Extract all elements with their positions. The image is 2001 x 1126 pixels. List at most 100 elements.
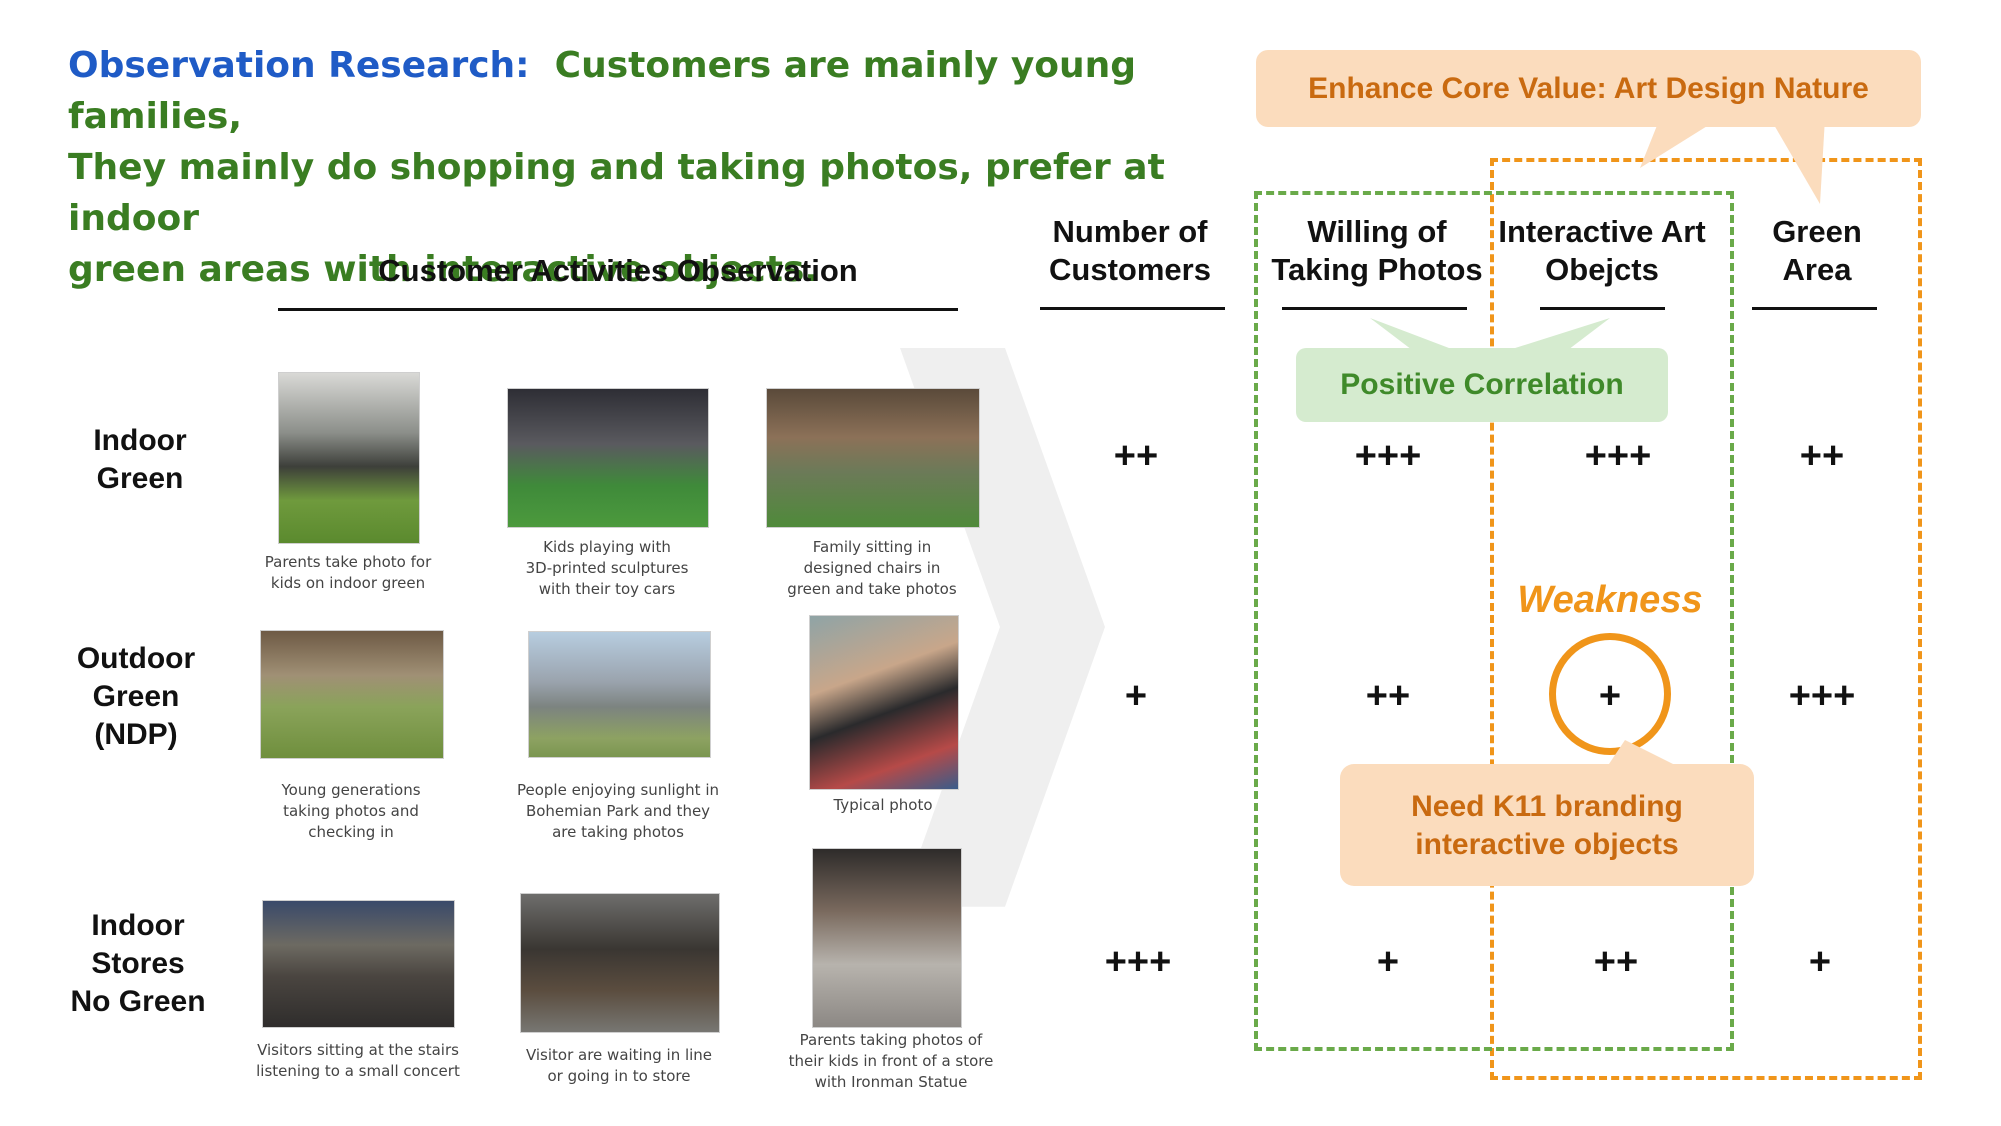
positive-correlation-text: Positive Correlation (1340, 368, 1624, 401)
caption-line: or going in to store (547, 1067, 691, 1085)
photo-kids-sculptures (507, 388, 709, 528)
photo-bohemian-park (528, 631, 711, 758)
title-line-2: They mainly do shopping and taking photo… (68, 147, 1165, 239)
caption-line: designed chairs in (803, 559, 941, 577)
caption-line: listening to a small concert (256, 1062, 460, 1080)
header-green-line-2: Area (1782, 252, 1852, 287)
header-customers: Number of Customers (1030, 213, 1230, 289)
header-customers-underline (1040, 307, 1225, 310)
mark-outdoor-green-area: +++ (1788, 675, 1856, 717)
header-photos: Willing of Taking Photos (1262, 213, 1492, 289)
mark-indoor-green-photos: +++ (1354, 435, 1422, 477)
row-label-line: Indoor (93, 424, 187, 457)
weakness-label: Weakness (1517, 579, 1703, 621)
row-label-line: Green (96, 462, 184, 495)
caption-line: People enjoying sunlight in (516, 781, 720, 799)
header-art-line-2: Obejcts (1545, 252, 1659, 287)
header-art-line-1: Interactive Art (1498, 214, 1706, 249)
need-branding-line-1: Need K11 branding (1411, 790, 1683, 823)
header-art-underline (1540, 307, 1665, 310)
caption: Kids playing with 3D-printed sculptures … (497, 537, 717, 600)
header-green: Green Area (1722, 213, 1912, 289)
photo-stairs-concert (262, 900, 455, 1028)
core-value-callout (1256, 50, 1921, 127)
caption: Young generations taking photos and chec… (251, 780, 451, 843)
page-title: Observation Research: Customers are main… (68, 40, 1228, 295)
header-customers-line-1: Number of (1052, 214, 1208, 249)
need-branding-callout (1340, 764, 1754, 886)
caption-line: Family sitting in (812, 538, 932, 556)
caption-line: Visitor are waiting in line (525, 1046, 713, 1064)
header-photos-line-1: Willing of (1307, 214, 1447, 249)
row-label-outdoor-green: Outdoor Green (NDP) (56, 640, 216, 754)
mark-indoor-stores-area: + (1808, 941, 1832, 983)
header-photos-line-2: Taking Photos (1271, 252, 1483, 287)
header-activities: Customer Activities Observation (378, 253, 858, 288)
photo-parents-indoor-green (278, 372, 420, 544)
need-branding-text: Need K11 branding interactive objects (1340, 788, 1754, 864)
mark-indoor-stores-customers: +++ (1104, 941, 1172, 983)
photo-ironman-statue (812, 848, 962, 1028)
header-art: Interactive Art Obejcts (1482, 213, 1722, 289)
caption-line: Parents take photo for (264, 553, 432, 571)
title-line-1: Customers are mainly young families, (68, 45, 1137, 137)
caption-line: taking photos and (283, 802, 419, 820)
photos-art-dashed-box (1254, 191, 1734, 1051)
core-value-text: Enhance Core Value: Art Design Nature (1308, 72, 1869, 105)
mark-outdoor-green-photos: ++ (1365, 675, 1411, 717)
caption-line: with Ironman Statue (814, 1073, 968, 1091)
caption-line: checking in (308, 823, 394, 841)
caption-line: green and take photos (787, 580, 957, 598)
mark-indoor-green-art: +++ (1584, 435, 1652, 477)
row-label-line: (NDP) (94, 718, 178, 751)
caption-line: 3D-printed sculptures (525, 559, 689, 577)
caption: Typical photo (783, 795, 983, 816)
mark-indoor-stores-art: ++ (1593, 941, 1639, 983)
row-label-line: Outdoor (76, 642, 196, 675)
caption-line: with their toy cars (538, 580, 676, 598)
core-value-callout-pointers (1640, 118, 1825, 204)
mark-indoor-green-customers: ++ (1113, 435, 1159, 477)
caption: Visitor are waiting in line or going in … (504, 1045, 734, 1087)
mark-outdoor-green-customers: + (1124, 675, 1148, 717)
row-label-indoor-stores: Indoor Stores No Green (58, 907, 218, 1021)
caption-line: Young generations (281, 781, 421, 799)
header-photos-underline (1282, 307, 1467, 310)
header-green-line-1: Green (1772, 214, 1862, 249)
mark-indoor-green-area: ++ (1799, 435, 1845, 477)
caption: Family sitting in designed chairs in gre… (762, 537, 982, 600)
caption-line: kids on indoor green (270, 574, 426, 592)
caption: Parents take photo for kids on indoor gr… (248, 552, 448, 594)
row-label-indoor-green: Indoor Green (60, 422, 220, 498)
row-label-line: Indoor (91, 909, 185, 942)
positive-correlation-callout (1296, 348, 1668, 422)
photo-young-generations (260, 630, 444, 759)
caption: People enjoying sunlight in Bohemian Par… (508, 780, 728, 843)
caption-line: Visitors sitting at the stairs (257, 1041, 459, 1059)
header-green-underline (1752, 307, 1877, 310)
row-label-line: Stores (91, 947, 185, 980)
row-label-line: Green (92, 680, 180, 713)
photo-typical-selfie (809, 615, 959, 790)
mark-indoor-stores-photos: + (1376, 941, 1400, 983)
header-customers-line-2: Customers (1049, 252, 1211, 287)
photo-waiting-line (520, 893, 720, 1033)
caption: Parents taking photos of their kids in f… (776, 1030, 1006, 1093)
need-branding-line-2: interactive objects (1415, 828, 1679, 861)
row-label-line: No Green (70, 985, 206, 1018)
title-line-3: green areas with interactive objects. (68, 249, 819, 290)
caption-line: are taking photos (552, 823, 684, 841)
caption-line: their kids in front of a store (788, 1052, 994, 1070)
caption-line: Parents taking photos of (799, 1031, 983, 1049)
weakness-circle (1549, 633, 1671, 755)
mark-outdoor-green-art: + (1598, 675, 1622, 717)
art-green-dashed-box (1490, 158, 1922, 1080)
photo-family-chairs (766, 388, 980, 528)
caption-line: Typical photo (833, 796, 933, 814)
need-callout-pointer (1605, 740, 1685, 770)
header-activities-underline (278, 308, 958, 311)
title-lead: Observation Research: (68, 45, 530, 86)
caption-line: Bohemian Park and they (525, 802, 711, 820)
caption: Visitors sitting at the stairs listening… (248, 1040, 468, 1082)
caption-line: Kids playing with (543, 538, 671, 556)
